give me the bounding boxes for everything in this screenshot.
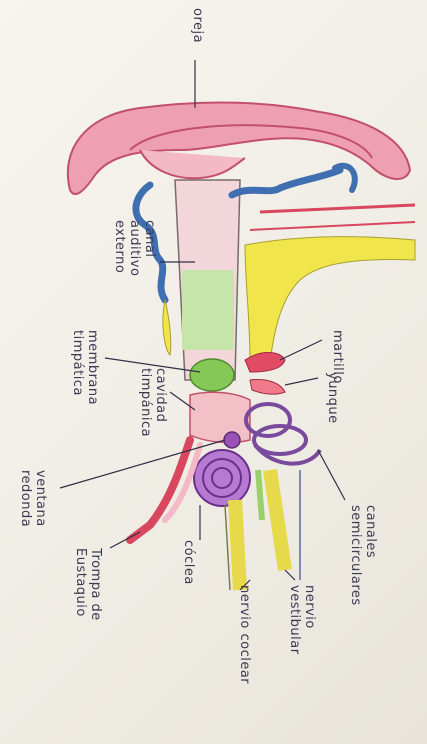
label-trompa-line-2: Eustaquio: [73, 548, 88, 621]
label-cavidad-timpanica: cavidad timpánica: [138, 368, 168, 437]
leader-canales: [318, 450, 345, 500]
label-membrana-line-1: membrana: [85, 330, 100, 405]
red-bone-line-1: [260, 205, 415, 212]
label-ventana-line-2: redonda: [18, 470, 33, 527]
label-trompa-line-1: Trompa de: [88, 548, 103, 621]
label-coclea-text: cóclea: [181, 540, 196, 585]
blue-skin-right: [335, 166, 355, 190]
label-nervio-vestibular-line-1: nervio: [302, 585, 317, 655]
red-bone-line-2: [250, 222, 415, 230]
label-canales-line-2: semicirculares: [348, 505, 363, 606]
label-cavidad-line-1: cavidad: [153, 368, 168, 437]
blue-canal-wall-right: [232, 170, 340, 195]
cochlear-nerve: [235, 500, 240, 590]
leader-yunque: [285, 378, 318, 385]
label-nervio-coclear: nervio coclear: [237, 585, 252, 684]
vestibular-nerve: [270, 470, 285, 570]
tympanic-cavity: [190, 392, 250, 442]
label-oreja: oreja: [190, 8, 205, 43]
tympanic-membrane: [190, 359, 234, 391]
pinna-lobe: [140, 150, 245, 178]
round-window: [224, 432, 240, 448]
label-oreja-text: oreja: [190, 8, 205, 43]
yellow-tissue-left: [163, 300, 171, 355]
label-ventana-line-1: ventana: [33, 470, 48, 527]
label-canal-line-3: externo: [112, 220, 127, 276]
label-coclea: cóclea: [181, 540, 196, 585]
eustachian-tube: [130, 440, 190, 540]
leader-martillo: [280, 340, 322, 360]
label-membrana-line-2: timpática: [70, 330, 85, 405]
label-canales-line-1: canales: [363, 505, 378, 606]
label-martillo: martillo: [330, 330, 345, 384]
semicircular-canal-1: [246, 404, 290, 436]
label-nervio-vestibular-line-2: vestibular: [287, 585, 302, 655]
label-martillo-text: martillo: [330, 330, 345, 384]
label-canales-semicirculares: canales semicirculares: [348, 505, 378, 606]
label-ventana-redonda: ventana redonda: [18, 470, 48, 527]
label-nervio-vestibular: nervio vestibular: [287, 585, 317, 655]
incus-anvil: [250, 380, 285, 395]
nerve-bundle-green: [258, 470, 262, 520]
label-trompa-eustaquio: Trompa de Eustaquio: [73, 548, 103, 621]
label-nervio-coclear-text: nervio coclear: [237, 585, 252, 684]
label-canal-line-2: auditivo: [127, 220, 142, 276]
canal-green-tint: [182, 270, 234, 350]
label-canal-line-1: canal: [142, 220, 157, 276]
label-cavidad-line-2: timpánica: [138, 368, 153, 437]
label-canal-auditivo-externo: canal auditivo externo: [112, 220, 157, 276]
leader-nervio-vestibular: [285, 570, 295, 580]
label-membrana-timpatica: membrana timpática: [70, 330, 100, 405]
